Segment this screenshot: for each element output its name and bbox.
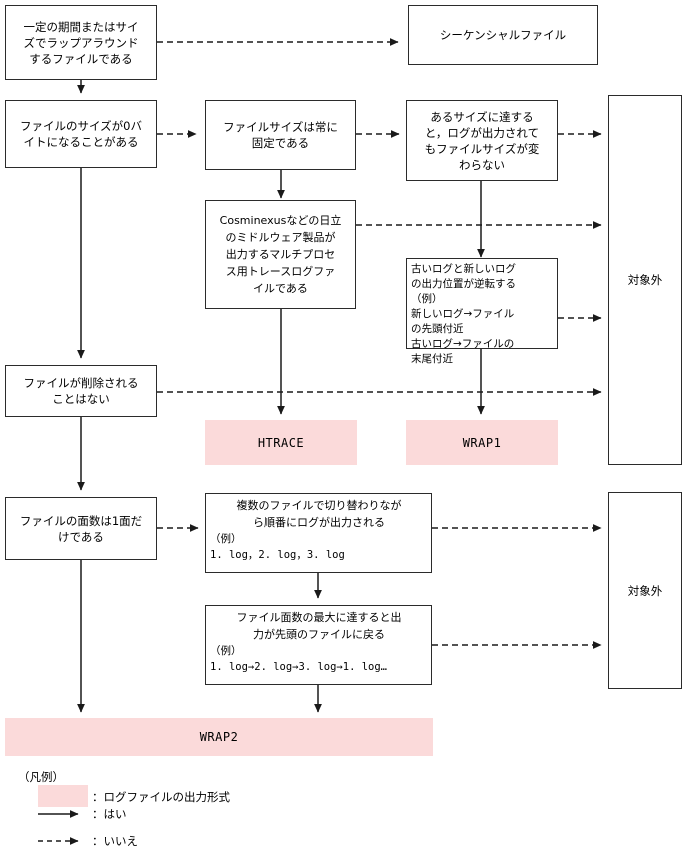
node-excluded-lower[interactable]: 対象外 bbox=[608, 492, 682, 689]
node-reach-size-question[interactable]: あるサイズに達する と，ログが出力されて もファイルサイズが変 わらない bbox=[406, 100, 558, 181]
legend-swatch-label: ：ログファイルの出力形式 bbox=[92, 790, 230, 804]
legend-color-swatch bbox=[38, 785, 88, 807]
node-zero-size-question[interactable]: ファイルのサイズが0バ イトになることがある bbox=[5, 100, 157, 168]
node-excluded-upper[interactable]: 対象外 bbox=[608, 95, 682, 465]
node-not-deleted-question[interactable]: ファイルが削除される ことはない bbox=[5, 365, 157, 417]
node-wrap-to-first-heading: ファイル面数の最大に達すると出 力が先頭のファイルに戻る bbox=[236, 611, 402, 641]
node-single-plane-question[interactable]: ファイルの面数は1面だ けである bbox=[5, 497, 157, 560]
node-reverse-order-question[interactable]: 古いログと新しいログ の出力位置が逆転する （例） 新しいログ→ファイル の先頭… bbox=[406, 258, 558, 365]
node-wraparound-question[interactable]: 一定の期間またはサイ ズでラップアラウンド するファイルである bbox=[5, 5, 157, 80]
node-output-wrap1[interactable]: WRAP1 bbox=[406, 420, 558, 465]
node-rotate-multi-question[interactable]: 複数のファイルで切り替わりなが ら順番にログが出力される （例） 1. log，… bbox=[205, 493, 432, 573]
node-wrap-to-first-example: （例） 1. log→2. log→3. log→1. log… bbox=[210, 645, 388, 673]
node-fixed-size-question[interactable]: ファイルサイズは常に 固定である bbox=[205, 100, 356, 170]
legend-solid-label: ：はい bbox=[92, 807, 127, 821]
node-sequential-file-output[interactable]: シーケンシャルファイル bbox=[408, 5, 598, 65]
node-rotate-multi-heading: 複数のファイルで切り替わりなが ら順番にログが出力される bbox=[236, 499, 402, 529]
node-cosminexus-question[interactable]: Cosminexusなどの日立 のミドルウェア製品が 出力するマルチプロセ ス用… bbox=[205, 200, 356, 309]
node-wrap-to-first-question[interactable]: ファイル面数の最大に達すると出 力が先頭のファイルに戻る （例） 1. log→… bbox=[205, 605, 432, 685]
node-rotate-multi-example: （例） 1. log，2. log，3. log bbox=[210, 533, 345, 561]
node-output-wrap2[interactable]: WRAP2 bbox=[5, 718, 433, 756]
node-output-htrace[interactable]: HTRACE bbox=[205, 420, 357, 465]
legend-dashed-label: ：いいえ bbox=[92, 834, 138, 848]
legend-title: （凡例） bbox=[18, 770, 64, 784]
